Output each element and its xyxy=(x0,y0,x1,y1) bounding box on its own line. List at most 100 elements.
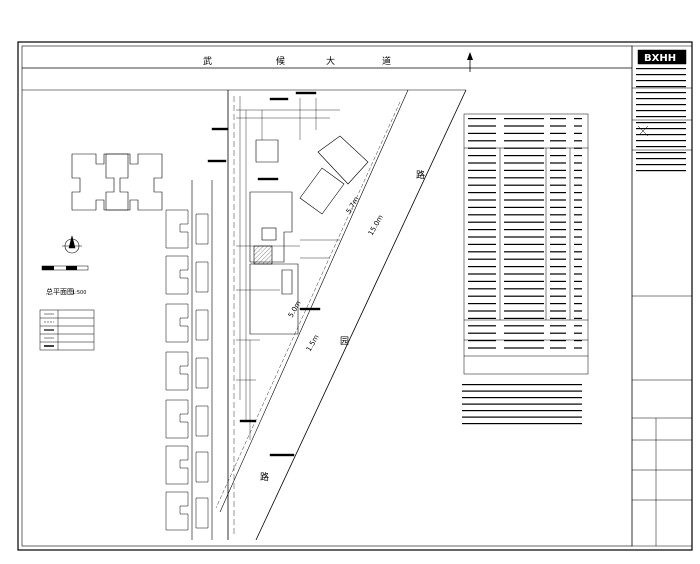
legend-table xyxy=(39,309,95,351)
left-building-row xyxy=(165,209,209,531)
spec-table-row xyxy=(504,236,544,238)
title-block-rows xyxy=(636,68,686,172)
spec-table-row xyxy=(504,317,544,319)
road-top-char-2: 候 xyxy=(276,55,285,67)
spec-table-row xyxy=(550,147,566,149)
spec-table-row xyxy=(468,118,496,120)
spec-table-row xyxy=(468,325,496,327)
spec-table-row xyxy=(574,229,582,231)
spec-table-row xyxy=(574,303,582,305)
spec-table-row xyxy=(550,317,566,319)
spec-table-row xyxy=(574,155,582,157)
spec-table-row xyxy=(504,347,544,349)
spec-table-row xyxy=(550,288,566,290)
spec-table-row xyxy=(550,192,566,194)
dimension-4: 1.5m xyxy=(305,333,321,353)
spec-table-row xyxy=(574,258,582,260)
title-block-row xyxy=(636,128,686,130)
right-diagonal-road: 路 园 路 5.7m 15.0m 5.0m 1.5m xyxy=(215,89,467,541)
title-block-row xyxy=(636,158,686,160)
spec-table-row xyxy=(550,132,566,134)
spec-table-row xyxy=(468,132,496,134)
spec-table-row xyxy=(550,340,566,342)
spec-table-row xyxy=(574,206,582,208)
title-block-row xyxy=(636,152,686,154)
notes-line xyxy=(462,390,582,392)
title-block-row xyxy=(636,86,686,88)
notes-line xyxy=(462,403,582,405)
spec-table-row xyxy=(504,147,544,149)
spec-table-row xyxy=(468,214,496,216)
spec-table-row xyxy=(550,310,566,312)
spec-table-row xyxy=(504,243,544,245)
spec-table-row xyxy=(504,229,544,231)
spec-table-row xyxy=(468,340,496,342)
spec-table-row xyxy=(468,303,496,305)
main-building xyxy=(249,135,369,335)
spec-table-row xyxy=(574,177,582,179)
notes-line xyxy=(462,423,582,425)
spec-table-row xyxy=(550,295,566,297)
spec-table-row xyxy=(574,147,582,149)
spec-table-row xyxy=(504,140,544,142)
spec-table-row xyxy=(468,169,496,171)
north-arrow-left xyxy=(62,235,82,254)
spec-table-row xyxy=(504,258,544,260)
spec-table-row xyxy=(574,317,582,319)
spec-table-row xyxy=(504,132,544,134)
spec-table-row xyxy=(504,177,544,179)
spec-table-row xyxy=(468,147,496,149)
scale-bar: 总平面图 1:500 xyxy=(41,265,89,296)
dimension-1: 5.7m xyxy=(345,195,361,215)
spec-table xyxy=(463,113,589,375)
spec-table-row xyxy=(550,332,566,334)
spec-table-row xyxy=(574,332,582,334)
spec-table-row xyxy=(504,125,544,127)
spec-table-row xyxy=(504,169,544,171)
spec-table-row xyxy=(550,140,566,142)
spec-table-row xyxy=(574,325,582,327)
spec-table-row xyxy=(550,236,566,238)
spec-table-row xyxy=(574,192,582,194)
title-block-row xyxy=(636,104,686,106)
spec-table-row xyxy=(550,258,566,260)
spec-table-row xyxy=(574,288,582,290)
spec-table-row xyxy=(504,325,544,327)
spec-table-row xyxy=(468,192,496,194)
scale-text: 1:500 xyxy=(72,290,86,296)
notes-block xyxy=(462,384,582,425)
notes-line xyxy=(462,384,582,386)
spec-table-row xyxy=(550,280,566,282)
spec-table-row xyxy=(574,251,582,253)
title-block-row xyxy=(636,68,686,70)
title-block-row xyxy=(636,80,686,82)
spec-table-row xyxy=(574,169,582,171)
spec-table-row xyxy=(550,177,566,179)
spec-table-row xyxy=(468,236,496,238)
spec-table-row xyxy=(574,140,582,142)
spec-table-row xyxy=(468,332,496,334)
road-top-char-3: 大 xyxy=(326,55,335,67)
title-block-row xyxy=(636,110,686,112)
spec-table-row xyxy=(574,266,582,268)
title-block xyxy=(631,45,693,547)
spec-table-row xyxy=(574,199,582,201)
spec-table-row xyxy=(550,243,566,245)
spec-table-row xyxy=(504,273,544,275)
spec-table-row xyxy=(504,184,544,186)
road-top-char-1: 武 xyxy=(203,55,212,67)
spec-table-row xyxy=(550,273,566,275)
spec-table-row xyxy=(468,125,496,127)
road-bottom-label: 路 xyxy=(260,471,269,483)
title-block-row xyxy=(636,140,686,142)
spec-table-row xyxy=(550,199,566,201)
dimension-2: 15.0m xyxy=(367,213,385,237)
spec-table-row xyxy=(504,266,544,268)
spec-table-row xyxy=(574,236,582,238)
road-right-label: 路 xyxy=(416,169,425,181)
spec-table-row xyxy=(468,288,496,290)
spec-table-row xyxy=(574,280,582,282)
spec-table-row xyxy=(468,162,496,164)
spec-table-row xyxy=(574,162,582,164)
spec-table-row xyxy=(504,251,544,253)
